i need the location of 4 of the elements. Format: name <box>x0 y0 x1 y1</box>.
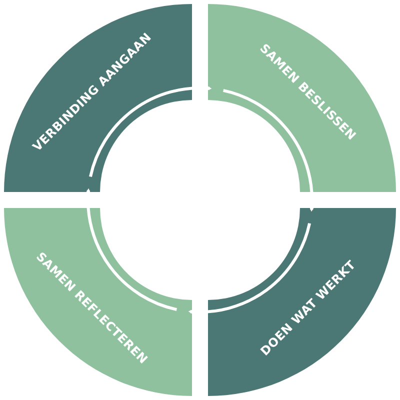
arrow <box>188 222 311 316</box>
arrow <box>84 188 178 311</box>
arrow <box>222 89 316 212</box>
arrow <box>89 84 212 178</box>
